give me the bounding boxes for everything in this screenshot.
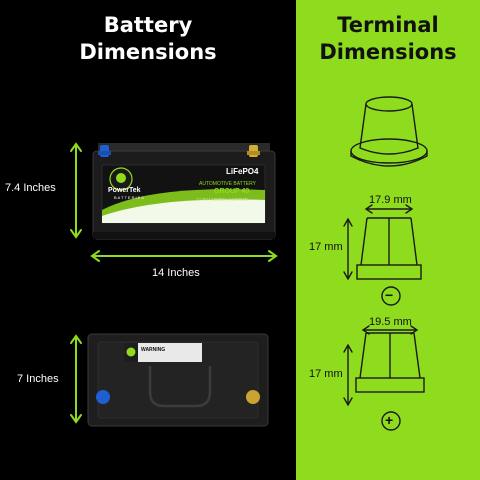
battery-specs: 12.8V | 1000CA | 1270Wh	[196, 197, 248, 202]
battery-chemistry: LiFePO4	[226, 167, 259, 176]
positive-symbol: +	[385, 412, 394, 428]
battery-brand: PowerTek	[108, 187, 141, 194]
length-dimension-arrow	[90, 250, 278, 262]
battery-front-image	[92, 143, 276, 240]
negative-symbol: −	[385, 287, 394, 303]
positive-terminal-width-label: 19.5 mm	[369, 316, 412, 328]
negative-terminal-width-label: 17.9 mm	[369, 194, 412, 206]
positive-symbol-circle	[381, 411, 401, 431]
terminal-dimensions-panel	[296, 0, 480, 480]
width-dimension-arrow	[70, 334, 82, 424]
terminal-3d-icon	[350, 96, 428, 167]
terminal-dimensions-title: Terminal Dimensions	[319, 13, 457, 64]
negative-terminal-height-label: 17 mm	[309, 241, 343, 253]
negative-symbol-circle	[381, 286, 401, 306]
battery-top-image	[87, 333, 269, 427]
positive-terminal-icon	[355, 332, 425, 393]
battery-width-label: 7 Inches	[17, 373, 59, 385]
battery-dimensions-title: Battery Dimensions	[79, 13, 217, 64]
negative-terminal-icon	[356, 217, 422, 280]
negative-terminal-width-arrow	[364, 204, 414, 214]
positive-terminal-height-label: 17 mm	[309, 368, 343, 380]
battery-type: AUTOMOTIVE BATTERY	[199, 181, 256, 187]
battery-warning-label: WARNING	[141, 347, 166, 353]
battery-brand-sub: BATTERIES	[114, 195, 145, 200]
battery-group: GROUP 49	[214, 188, 250, 195]
battery-height-label: 7.4 Inches	[5, 182, 56, 194]
height-dimension-arrow	[70, 142, 82, 239]
battery-length-label: 14 Inches	[152, 267, 200, 279]
negative-terminal-height-arrow	[343, 217, 353, 281]
positive-terminal-height-arrow	[343, 343, 353, 407]
positive-terminal-width-arrow	[361, 325, 419, 335]
